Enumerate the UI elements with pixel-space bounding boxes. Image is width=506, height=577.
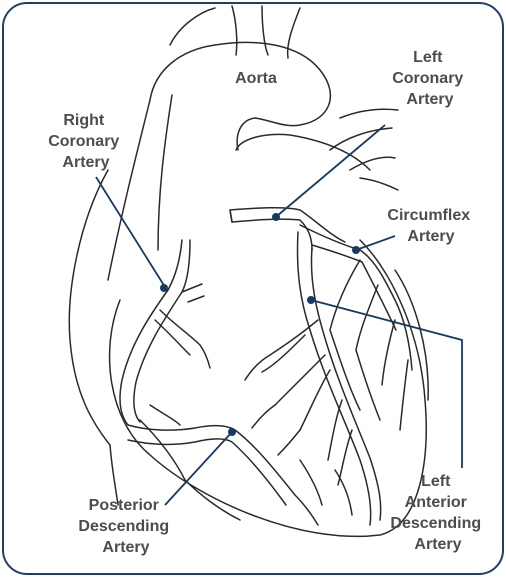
label-aorta: Aorta — [235, 70, 277, 87]
dot-right-coronary — [160, 284, 168, 292]
dot-lad — [307, 296, 315, 304]
dot-posterior-descending — [228, 428, 236, 436]
dot-left-coronary — [272, 213, 280, 221]
dot-circumflex — [352, 246, 360, 254]
